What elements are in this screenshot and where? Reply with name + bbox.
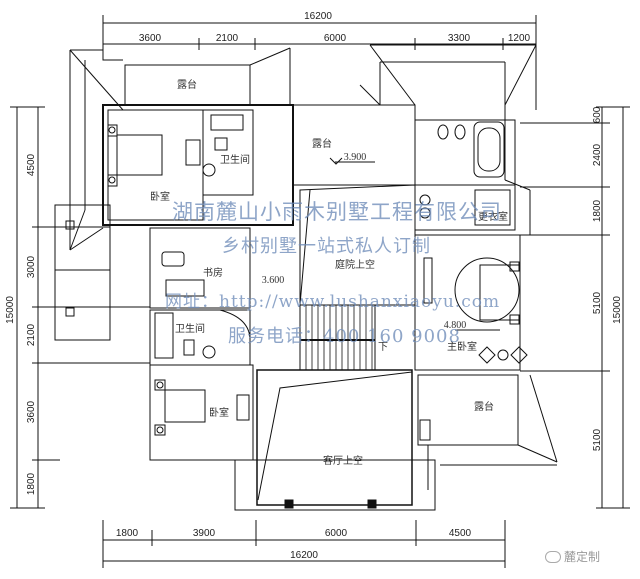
svg-text:3000: 3000 bbox=[26, 255, 37, 278]
svg-text:600: 600 bbox=[592, 106, 603, 123]
svg-text:2100: 2100 bbox=[216, 33, 239, 44]
svg-text:4500: 4500 bbox=[449, 528, 472, 539]
svg-text:3.600: 3.600 bbox=[262, 275, 285, 286]
wechat-badge: 麓定制 bbox=[545, 548, 600, 565]
svg-text:15000: 15000 bbox=[5, 296, 16, 324]
svg-text:5100: 5100 bbox=[592, 428, 603, 451]
svg-text:卫生间: 卫生间 bbox=[175, 322, 205, 335]
svg-text:更衣室: 更衣室 bbox=[478, 210, 508, 223]
svg-text:1800: 1800 bbox=[116, 528, 139, 539]
svg-text:庭院上空: 庭院上空 bbox=[335, 258, 375, 271]
svg-text:1200: 1200 bbox=[508, 33, 531, 44]
svg-text:主卧室: 主卧室 bbox=[447, 340, 477, 353]
svg-text:露台: 露台 bbox=[474, 400, 494, 413]
svg-text:卧室: 卧室 bbox=[150, 190, 170, 203]
svg-text:露台: 露台 bbox=[177, 78, 197, 91]
svg-text:3900: 3900 bbox=[193, 528, 216, 539]
watermark-website: 网址：http://www.lushanxiaoyu.com bbox=[165, 292, 501, 312]
svg-text:15000: 15000 bbox=[612, 296, 623, 324]
svg-text:6000: 6000 bbox=[325, 528, 348, 539]
svg-text:卫生间: 卫生间 bbox=[220, 153, 250, 166]
svg-text:1800: 1800 bbox=[592, 199, 603, 222]
svg-text:露台: 露台 bbox=[312, 137, 332, 150]
svg-text:4500: 4500 bbox=[26, 153, 37, 176]
watermark-slogan: 乡村别墅一站式私人订制 bbox=[222, 236, 431, 257]
badge-label: 麓定制 bbox=[564, 550, 601, 564]
svg-text:3600: 3600 bbox=[139, 33, 162, 44]
svg-text:6000: 6000 bbox=[324, 33, 347, 44]
svg-text:3300: 3300 bbox=[448, 33, 471, 44]
svg-text:16200: 16200 bbox=[290, 550, 318, 561]
svg-text:2400: 2400 bbox=[592, 143, 603, 166]
svg-text:卧室: 卧室 bbox=[209, 406, 229, 419]
svg-text:5100: 5100 bbox=[592, 291, 603, 314]
svg-text:3.900: 3.900 bbox=[344, 152, 367, 163]
watermark-company: 湖南麓山小雨木别墅工程有限公司 bbox=[172, 200, 502, 224]
watermark-phone: 服务电话：400 160 9008 bbox=[228, 326, 461, 347]
svg-text:3600: 3600 bbox=[26, 400, 37, 423]
svg-text:客厅上空: 客厅上空 bbox=[323, 454, 363, 467]
svg-text:1800: 1800 bbox=[26, 472, 37, 495]
svg-text:下: 下 bbox=[378, 342, 388, 353]
svg-text:2100: 2100 bbox=[26, 323, 37, 346]
svg-text:书房: 书房 bbox=[203, 266, 223, 279]
svg-text:16200: 16200 bbox=[304, 11, 332, 22]
wechat-icon bbox=[545, 550, 561, 563]
svg-text:4.800: 4.800 bbox=[444, 320, 467, 331]
